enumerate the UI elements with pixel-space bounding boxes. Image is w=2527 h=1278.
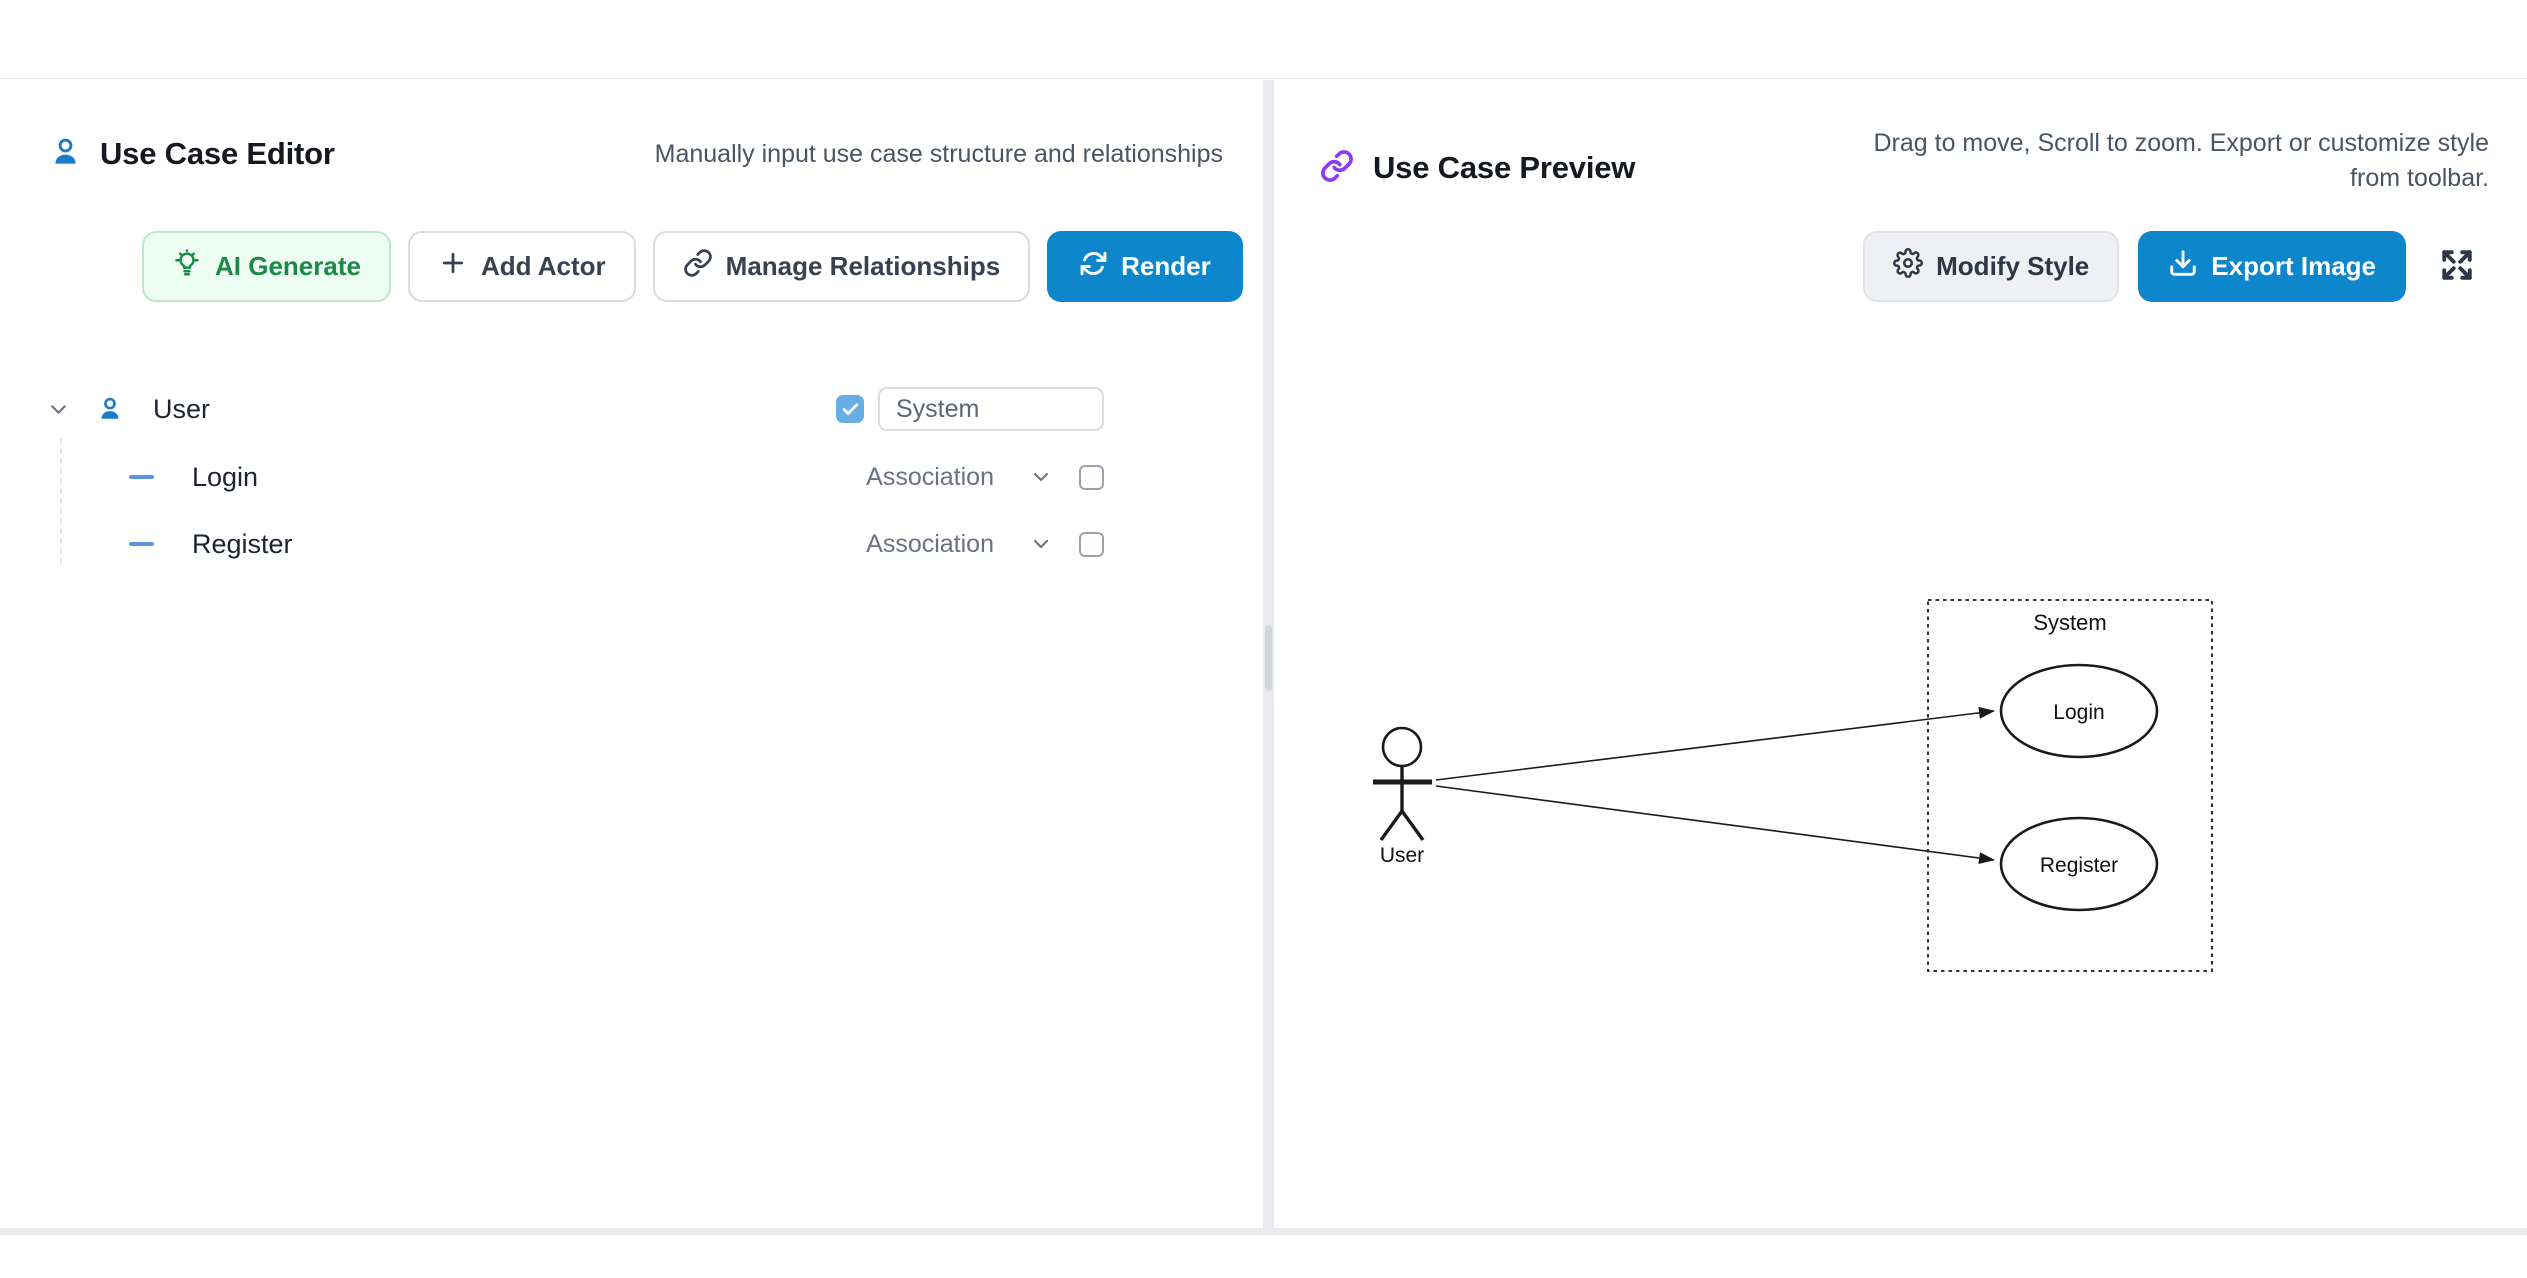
- system-name-input[interactable]: [878, 387, 1104, 431]
- panel-divider: [1263, 80, 1274, 1229]
- preview-header: Use Case Preview Drag to move, Scroll to…: [1320, 124, 2489, 198]
- download-icon: [2168, 248, 2198, 285]
- modify-style-label: Modify Style: [1936, 251, 2090, 281]
- relationship-value: Association: [866, 462, 994, 491]
- actor-figure-label: User: [1380, 844, 1424, 867]
- actor-figure: User: [1373, 726, 1432, 867]
- actor-checkbox[interactable]: [836, 395, 864, 423]
- use-case-preview-panel: System Login Register User: [1274, 80, 2527, 1229]
- modify-style-button[interactable]: Modify Style: [1863, 231, 2120, 302]
- gear-icon: [1893, 248, 1924, 285]
- preview-toolbar: Modify Style Export Image: [1863, 231, 2476, 302]
- usecase-ellipse-register: Register: [1999, 816, 2159, 912]
- manage-relationships-label: Manage Relationships: [725, 251, 1001, 281]
- actor-person-icon: [97, 392, 123, 426]
- system-boundary-label: System: [2033, 610, 2106, 635]
- preview-title: Use Case Preview: [1373, 150, 1636, 185]
- relationship-select[interactable]: Association: [866, 463, 1053, 492]
- usecase-ellipse-label: Login: [2053, 701, 2104, 724]
- editor-header: Use Case Editor Manually input use case …: [50, 124, 1223, 184]
- system-boundary: System: [1927, 599, 2213, 972]
- chevron-down-icon: [1029, 465, 1053, 489]
- export-image-button[interactable]: Export Image: [2138, 231, 2406, 302]
- usecase-checkbox[interactable]: [1079, 464, 1104, 490]
- relationship-value: Association: [866, 529, 994, 558]
- lightbulb-icon: [172, 248, 202, 285]
- actor-name-label: User: [153, 393, 211, 424]
- use-case-editor-panel: Use Case Editor Manually input use case …: [0, 80, 1263, 1229]
- usecase-name-label: Login: [192, 461, 259, 492]
- render-label: Render: [1121, 251, 1211, 281]
- link-icon: [683, 248, 713, 285]
- minus-icon: [129, 475, 154, 479]
- fullscreen-button[interactable]: [2438, 248, 2476, 286]
- usecase-ellipse-login: Login: [1999, 663, 2159, 759]
- chevron-down-icon: [1029, 532, 1053, 556]
- refresh-icon: [1079, 249, 1108, 285]
- manage-relationships-button[interactable]: Manage Relationships: [652, 231, 1031, 302]
- relationship-select[interactable]: Association: [866, 530, 1053, 559]
- tree-row-actor: User: [0, 376, 1263, 442]
- tree-row-usecase: Register Association: [0, 511, 1263, 577]
- bottom-divider: [0, 1228, 2527, 1235]
- editor-toolbar: AI Generate Add Actor Manage Relati: [142, 231, 1243, 302]
- usecase-ellipse-label: Register: [2040, 854, 2118, 877]
- usecase-checkbox[interactable]: [1079, 531, 1104, 557]
- diagram-canvas[interactable]: System Login Register User: [1274, 80, 2527, 1229]
- check-icon: [842, 402, 858, 415]
- render-button[interactable]: Render: [1047, 231, 1243, 302]
- chevron-down-icon[interactable]: [46, 397, 71, 422]
- usecase-name-label: Register: [192, 528, 293, 559]
- tree-indent-guide: [60, 438, 62, 564]
- tree-row-usecase: Login Association: [0, 444, 1263, 510]
- add-actor-label: Add Actor: [480, 251, 606, 281]
- ai-generate-button[interactable]: AI Generate: [142, 231, 391, 302]
- association-lines: [1435, 706, 1995, 864]
- link-icon: [1320, 149, 1354, 188]
- divider-drag-handle[interactable]: [1265, 625, 1272, 691]
- expand-icon: [2439, 247, 2475, 286]
- minus-icon: [129, 542, 154, 546]
- user-icon: [50, 131, 81, 178]
- ai-generate-label: AI Generate: [215, 251, 361, 281]
- export-image-label: Export Image: [2211, 251, 2376, 281]
- editor-title: Use Case Editor: [100, 136, 335, 171]
- add-actor-button[interactable]: Add Actor: [407, 231, 636, 302]
- preview-subtitle: Drag to move, Scroll to zoom. Export or …: [1873, 129, 2490, 192]
- plus-icon: [438, 248, 468, 285]
- editor-subtitle: Manually input use case structure and re…: [654, 139, 1223, 168]
- app-window: Use Case Editor Manually input use case …: [0, 78, 2527, 1229]
